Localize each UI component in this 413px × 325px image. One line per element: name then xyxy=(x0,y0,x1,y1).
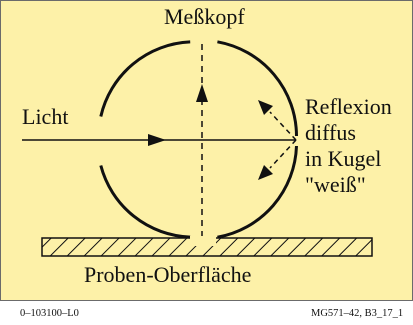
sphere-ring xyxy=(99,165,191,239)
reflection-arrow-down xyxy=(258,165,273,180)
footer-left: 0–103100–L0 xyxy=(20,308,79,319)
reflection-ray-down xyxy=(269,139,297,169)
label-reflection-4: "weiß" xyxy=(305,172,366,197)
label-reflection-3: in Kugel xyxy=(305,146,382,171)
label-reflection-1: Reflexion xyxy=(305,94,392,119)
upward-arrow xyxy=(196,84,208,102)
footer-right: MG571–42, B3_17_1 xyxy=(311,308,404,319)
reflection-ray-up xyxy=(269,111,297,141)
sphere-ring xyxy=(217,40,298,137)
sphere-ring xyxy=(99,40,191,117)
sphere-ring xyxy=(217,145,298,239)
label-surface: Proben-Oberfläche xyxy=(84,262,252,287)
reflection-arrow-up xyxy=(258,100,273,115)
label-reflection-2: diffus xyxy=(305,120,356,145)
label-head: Meßkopf xyxy=(164,4,245,29)
label-light: Licht xyxy=(22,104,69,129)
light-arrow xyxy=(148,134,166,146)
measurement-opening xyxy=(190,236,216,246)
